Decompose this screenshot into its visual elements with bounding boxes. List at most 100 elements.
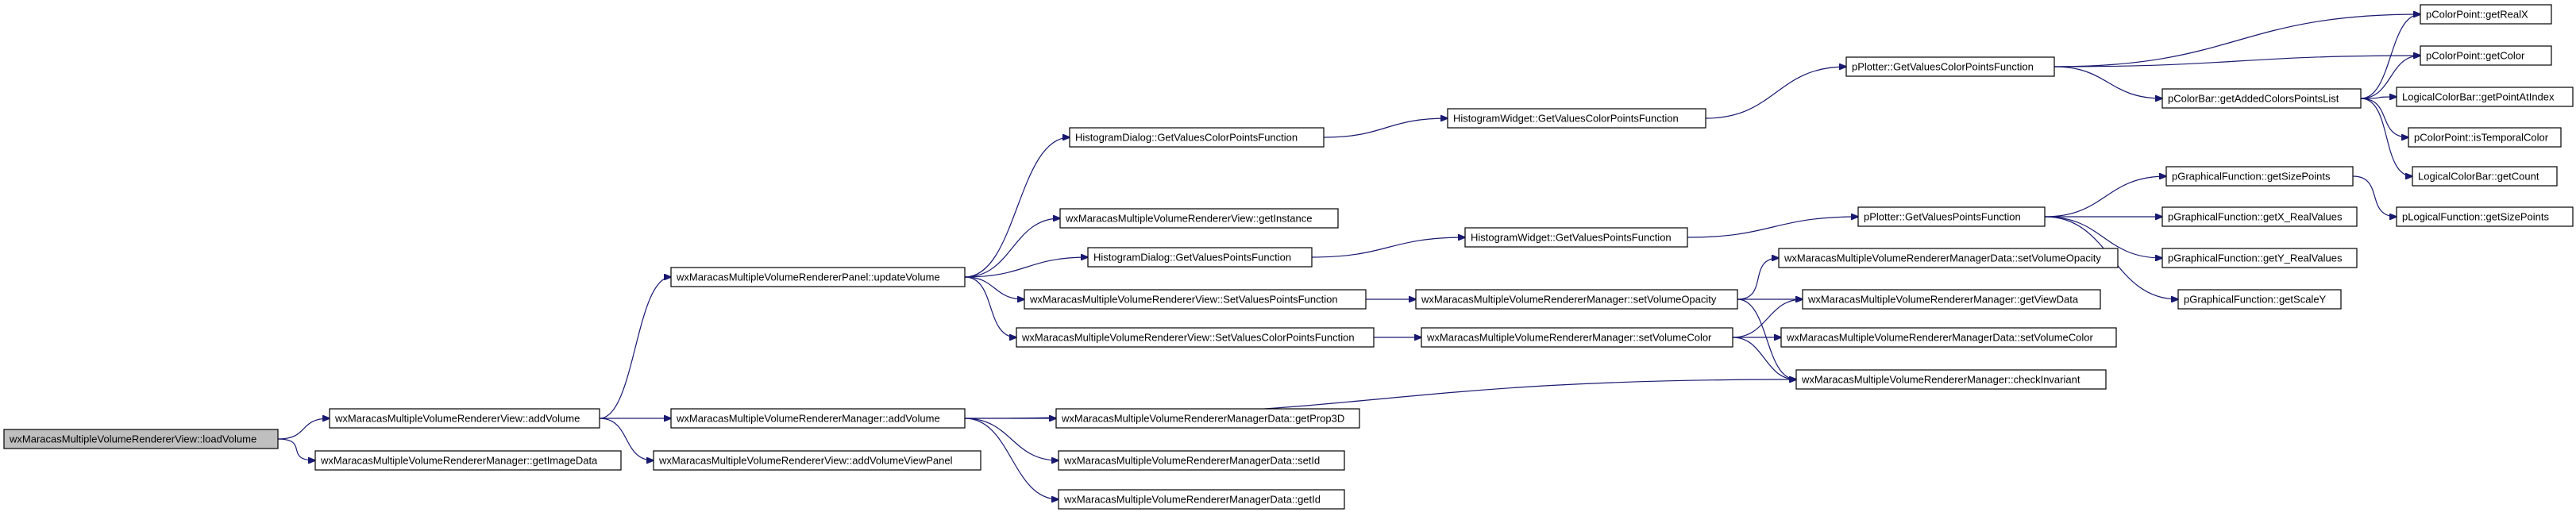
node-box: [1415, 289, 1738, 310]
node-box: [670, 408, 966, 429]
graph-node-pp-points[interactable]: pPlotter::GetValuesPointsFunction: [1857, 206, 2046, 227]
graph-node-md-setVolumeColor[interactable]: wxMaracasMultipleVolumeRendererManagerDa…: [1780, 327, 2117, 348]
node-box: [2420, 4, 2552, 25]
node-label: pPlotter::GetValuesPointsFunction: [1864, 210, 2021, 222]
node-label: wxMaracasMultipleVolumeRendererManagerDa…: [1063, 493, 1321, 505]
graph-node-view-setValuesPoints[interactable]: wxMaracasMultipleVolumeRendererView::Set…: [1024, 289, 1367, 310]
graph-node-view-addVolumeViewPanel[interactable]: wxMaracasMultipleVolumeRendererView::add…: [653, 450, 981, 471]
node-label: wxMaracasMultipleVolumeRendererManager::…: [676, 412, 940, 424]
node-label: wxMaracasMultipleVolumeRendererManagerDa…: [1063, 454, 1320, 466]
graph-node-md-setId[interactable]: wxMaracasMultipleVolumeRendererManagerDa…: [1058, 450, 1345, 471]
graph-node-hd-colorpoints[interactable]: HistogramDialog::GetValuesColorPointsFun…: [1069, 127, 1325, 148]
node-label: HistogramWidget::GetValuesColorPointsFun…: [1453, 112, 1679, 124]
node-box: [2161, 248, 2358, 268]
graph-node-hw-colorpoints[interactable]: HistogramWidget::GetValuesColorPointsFun…: [1447, 108, 1706, 129]
node-box: [1058, 489, 1345, 510]
graph-node-mgr-setVolumeColor[interactable]: wxMaracasMultipleVolumeRendererManager::…: [1421, 327, 1733, 348]
node-label: pColorPoint::getRealX: [2426, 8, 2528, 20]
graph-edge-cb-getAdded-to-cp-getRealX: [2360, 14, 2420, 99]
graph-edge-mgr-setVolumeOpacity-to-md-setVolumeOpacity: [1737, 258, 1779, 300]
graph-edge-hw-points-to-pp-points: [1687, 217, 1858, 238]
graph-node-mgr-setVolumeOpacity[interactable]: wxMaracasMultipleVolumeRendererManager::…: [1415, 289, 1738, 310]
node-label: wxMaracasMultipleVolumeRendererManager::…: [1421, 293, 1717, 305]
node-label: HistogramDialog::GetValuesPointsFunction: [1093, 251, 1291, 263]
graph-node-root[interactable]: wxMaracasMultipleVolumeRendererView::loa…: [3, 429, 279, 449]
node-label: wxMaracasMultipleVolumeRendererView::add…: [334, 412, 580, 424]
node-label: pColorPoint::isTemporalColor: [2414, 131, 2549, 143]
graph-edge-gf-getSizePoints-to-lf-getSizePoints: [2352, 175, 2397, 217]
node-label: wxMaracasMultipleVolumeRendererManager::…: [1807, 293, 2079, 305]
graph-node-hd-points[interactable]: HistogramDialog::GetValuesPointsFunction: [1087, 247, 1313, 268]
node-box: [314, 450, 622, 471]
graph-node-panel-updateVolume[interactable]: wxMaracasMultipleVolumeRendererPanel::up…: [670, 267, 966, 287]
node-box: [1780, 327, 2117, 348]
node-box: [2396, 206, 2574, 227]
node-box: [2408, 127, 2562, 148]
node-box: [2420, 45, 2552, 66]
node-box: [653, 450, 981, 471]
node-label: wxMaracasMultipleVolumeRendererManagerDa…: [1061, 412, 1344, 424]
graph-node-mgr-addVolume[interactable]: wxMaracasMultipleVolumeRendererManager::…: [670, 408, 966, 429]
node-label: HistogramDialog::GetValuesColorPointsFun…: [1075, 131, 1298, 143]
graph-node-gf-getScaleY[interactable]: pGraphicalFunction::getScaleY: [2177, 289, 2342, 310]
node-label: pGraphicalFunction::getX_RealValues: [2168, 210, 2343, 222]
graph-edge-hd-colorpoints-to-hw-colorpoints: [1323, 118, 1448, 138]
graph-node-cp-getColor[interactable]: pColorPoint::getColor: [2420, 45, 2552, 66]
graph-node-lcb-getCount[interactable]: LogicalColorBar::getCount: [2412, 166, 2558, 187]
graph-node-lf-getSizePoints[interactable]: pLogicalFunction::getSizePoints: [2396, 206, 2574, 227]
graph-edge-cb-getAdded-to-cp-isTemporalColor: [2360, 98, 2408, 137]
graph-node-md-getId[interactable]: wxMaracasMultipleVolumeRendererManagerDa…: [1058, 489, 1345, 510]
node-label: wxMaracasMultipleVolumeRendererManagerDa…: [1784, 252, 2101, 264]
node-box: [1016, 327, 1375, 348]
graph-node-gf-getX[interactable]: pGraphicalFunction::getX_RealValues: [2161, 206, 2358, 227]
node-box: [1447, 108, 1706, 129]
graph-node-hw-points[interactable]: HistogramWidget::GetValuesPointsFunction: [1464, 227, 1688, 248]
graph-node-cp-getRealX[interactable]: pColorPoint::getRealX: [2420, 4, 2552, 25]
graph-edge-hw-colorpoints-to-pp-colorpoints: [1705, 67, 1846, 119]
graph-edge-root-to-mgr-getImageData: [277, 438, 315, 460]
node-label: pLogicalFunction::getSizePoints: [2402, 210, 2550, 222]
graph-edge-view-addVolume-to-panel-updateVolume: [599, 277, 671, 419]
graph-node-md-getProp3D[interactable]: wxMaracasMultipleVolumeRendererManagerDa…: [1055, 408, 1360, 429]
node-box: [3, 429, 279, 449]
node-box: [2165, 166, 2354, 187]
node-box: [1069, 127, 1325, 148]
node-label: wxMaracasMultipleVolumeRendererManagerDa…: [1786, 331, 2094, 343]
graph-node-cp-isTemporalColor[interactable]: pColorPoint::isTemporalColor: [2408, 127, 2562, 148]
graph-edge-mgr-addVolume-to-md-getId: [964, 418, 1059, 499]
node-box: [2412, 166, 2558, 187]
graph-edge-mgr-setVolumeOpacity-to-mgr-checkInvariant: [1737, 298, 1796, 379]
graph-edge-cb-getAdded-to-lcb-getCount: [2360, 98, 2412, 176]
graph-edge-cb-getAdded-to-lcb-getPointAtIndex: [2360, 97, 2397, 98]
graph-node-gf-getY[interactable]: pGraphicalFunction::getY_RealValues: [2161, 248, 2358, 268]
graph-edge-panel-updateVolume-to-view-setValuesPoints: [964, 276, 1024, 299]
graph-edge-pp-colorpoints-to-cb-getAdded: [2053, 66, 2162, 98]
graph-edge-pp-colorpoints-to-cp-getColor: [2053, 56, 2420, 67]
node-box: [1055, 408, 1360, 429]
node-box: [1795, 369, 2107, 390]
graph-node-pp-colorpoints[interactable]: pPlotter::GetValuesColorPointsFunction: [1845, 56, 2055, 77]
graph-node-md-setVolumeOpacity[interactable]: wxMaracasMultipleVolumeRendererManagerDa…: [1778, 248, 2119, 268]
graph-node-gf-getSizePoints[interactable]: pGraphicalFunction::getSizePoints: [2165, 166, 2354, 187]
node-box: [670, 267, 966, 287]
node-box: [2177, 289, 2342, 310]
node-label: wxMaracasMultipleVolumeRendererManager::…: [320, 454, 598, 466]
graph-edge-panel-updateVolume-to-hd-points: [964, 257, 1088, 278]
graph-node-mgr-checkInvariant[interactable]: wxMaracasMultipleVolumeRendererManager::…: [1795, 369, 2107, 390]
node-box: [329, 408, 600, 429]
graph-edge-panel-updateVolume-to-hd-colorpoints: [964, 137, 1070, 278]
graph-node-view-setValuesColorPoints[interactable]: wxMaracasMultipleVolumeRendererView::Set…: [1016, 327, 1375, 348]
graph-node-mgr-getViewData[interactable]: wxMaracasMultipleVolumeRendererManager::…: [1802, 289, 2101, 310]
node-box: [1059, 208, 1339, 229]
node-label: HistogramWidget::GetValuesPointsFunction: [1471, 231, 1672, 243]
graph-node-lcb-getPointAtIndex[interactable]: LogicalColorBar::getPointAtIndex: [2396, 87, 2574, 107]
graph-node-view-getInstance[interactable]: wxMaracasMultipleVolumeRendererView::get…: [1059, 208, 1339, 229]
node-label: pGraphicalFunction::getSizePoints: [2172, 170, 2331, 182]
graph-node-cb-getAdded[interactable]: pColorBar::getAddedColorsPointsList: [2161, 88, 2362, 109]
node-label: wxMaracasMultipleVolumeRendererManager::…: [1801, 373, 2080, 385]
node-label: pGraphicalFunction::getScaleY: [2184, 293, 2327, 305]
graph-edge-cb-getAdded-to-cp-getColor: [2360, 56, 2420, 99]
graph-node-mgr-getImageData[interactable]: wxMaracasMultipleVolumeRendererManager::…: [314, 450, 622, 471]
graph-node-view-addVolume[interactable]: wxMaracasMultipleVolumeRendererView::add…: [329, 408, 600, 429]
node-box: [2161, 206, 2358, 227]
